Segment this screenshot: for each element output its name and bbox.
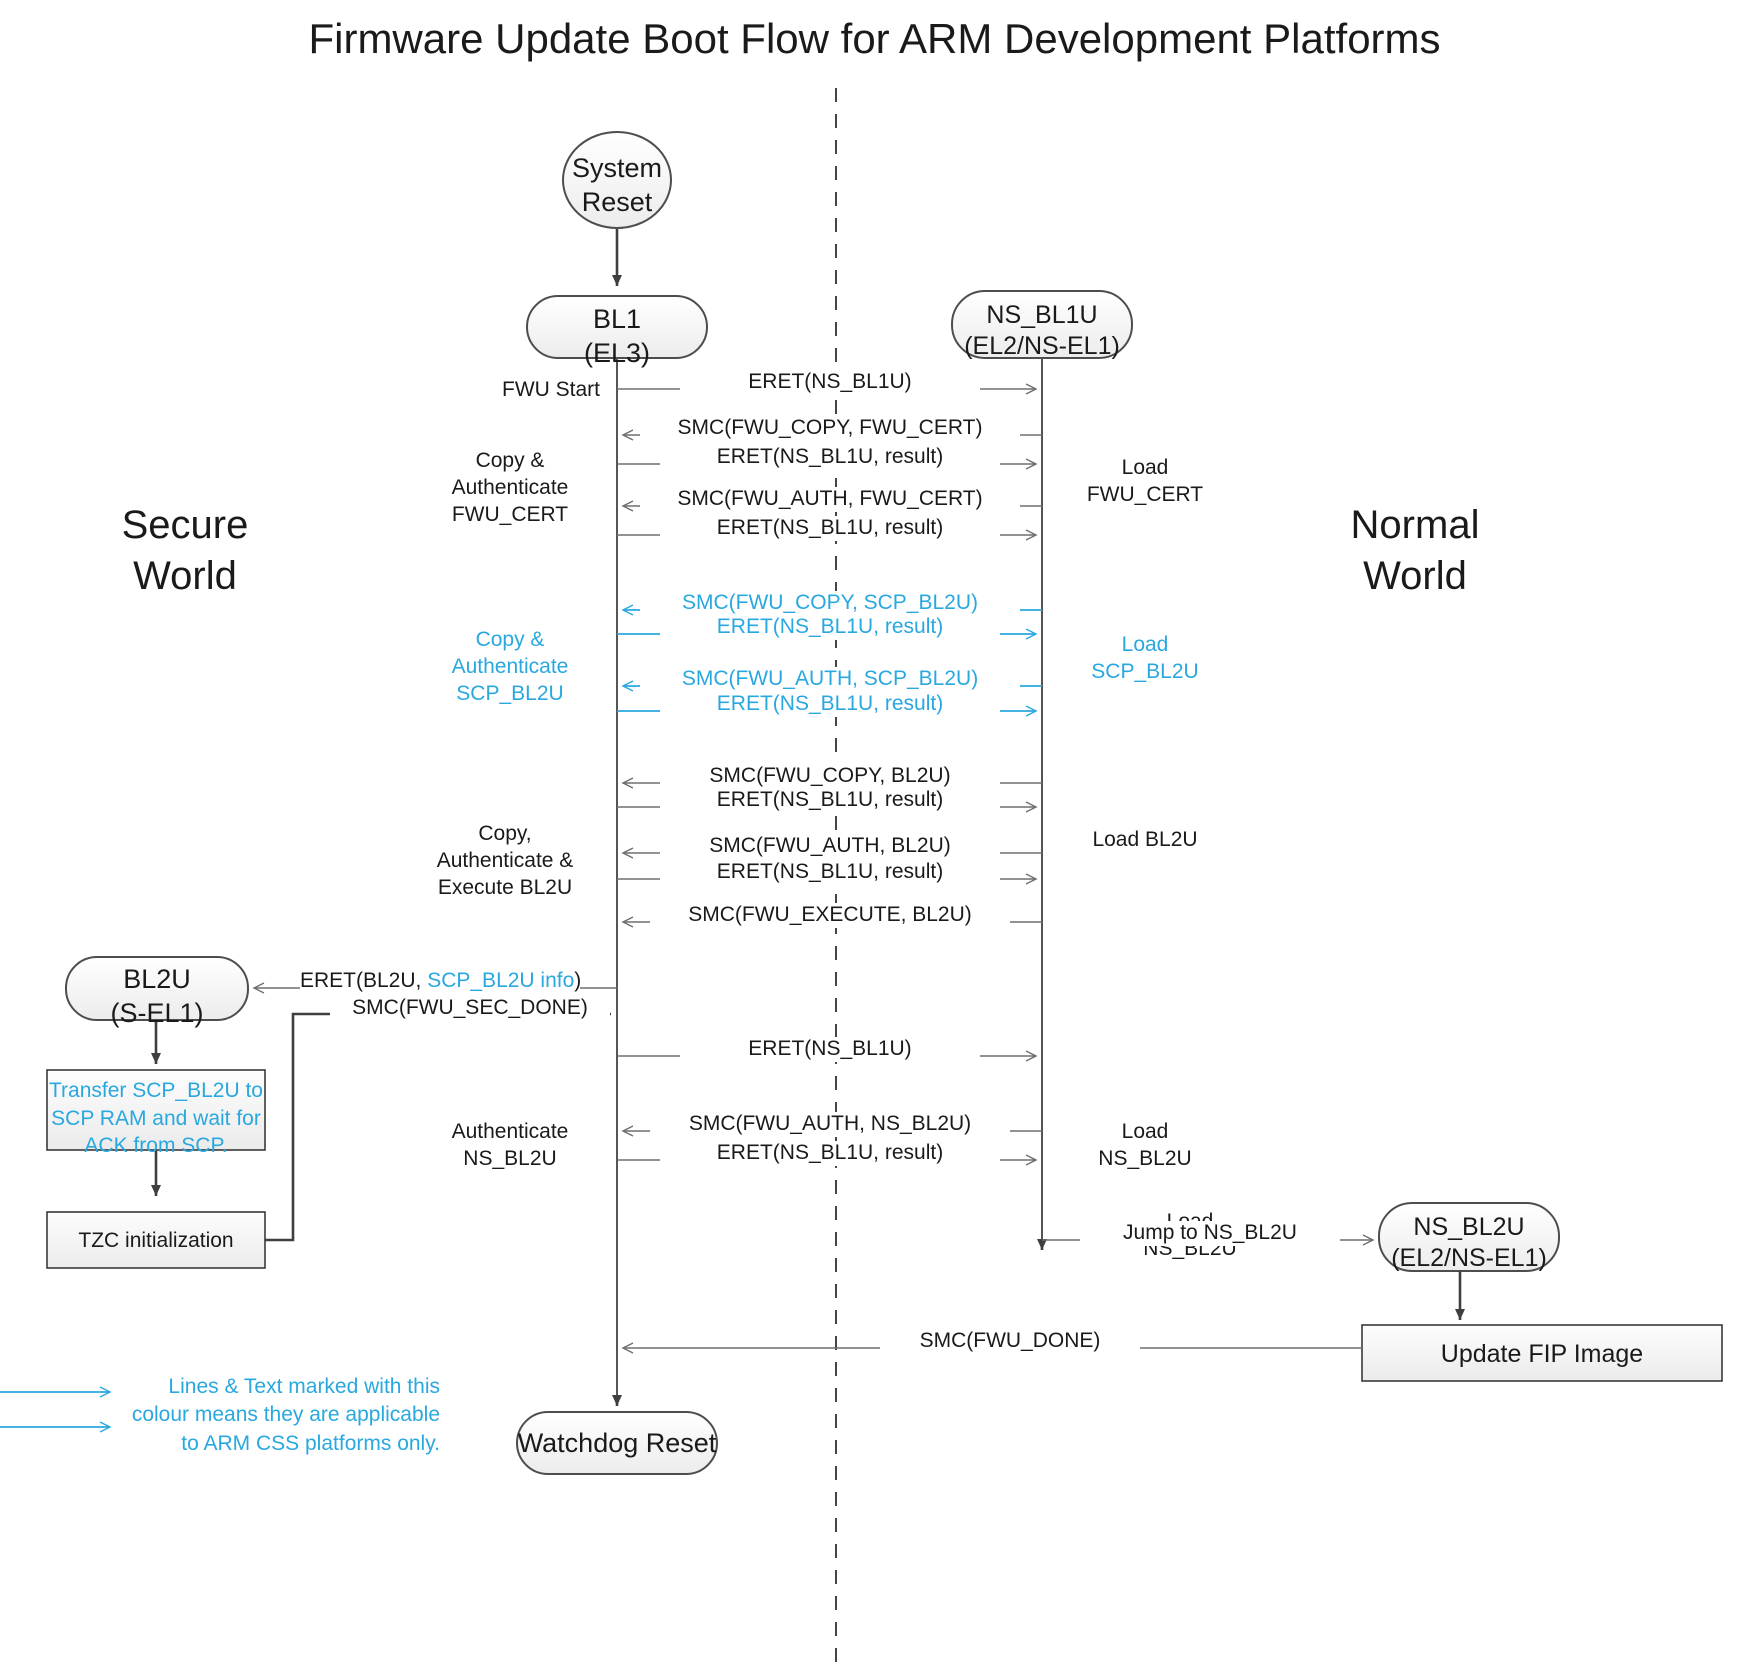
msg-label-m6: SMC(FWU_COPY, SCP_BL2U) [640,591,1020,616]
msg-label-m16: SMC(FWU_AUTH, NS_BL2U) [650,1112,1010,1137]
node-watchdog-reset-label[interactable]: Watchdog Reset [517,1428,717,1458]
side-label-load-bl2u: Load BL2U [1092,828,1198,851]
node-ns-bl1u-label[interactable]: NS_BL1U (EL2/NS-EL1) [964,301,1120,361]
node-ns-bl2u-shape [1378,1202,1560,1272]
node-system-reset-shape [562,131,672,229]
msg-label-m10: SMC(FWU_COPY, BL2U) [660,764,1000,789]
msg-label-eret-bl2u: ERET(BL2U, SCP_BL2U info) [300,969,582,994]
eret-bl2u-highlight: SCP_BL2U info [427,969,575,992]
msg-label-m13: ERET(NS_BL1U, result) [660,860,1000,885]
msg-label-m7: ERET(NS_BL1U, result) [660,615,1000,640]
msg-label-m9: ERET(NS_BL1U, result) [660,692,1000,717]
node-transfer-scp-label[interactable]: Transfer SCP_BL2U to SCP RAM and wait fo… [49,1079,263,1158]
msg-label-m15: ERET(NS_BL1U) [680,1037,980,1062]
node-watchdog-reset-shape [516,1411,718,1475]
side-label-fwu-start: FWU Start [502,378,600,401]
msg-label-m8: SMC(FWU_AUTH, SCP_BL2U) [640,667,1020,692]
eret-bl2u-prefix: ERET(BL2U, [300,969,428,992]
legend-text: Lines & Text marked with this colour mea… [131,1375,440,1455]
msg-label-m11: ERET(NS_BL1U, result) [660,788,1000,813]
msg-label-m20: SMC(FWU_SEC_DONE) [330,996,610,1021]
secure-world-label: Secure World [121,503,249,599]
node-update-fip-shape [1361,1324,1723,1382]
normal-world-label: Normal World [1350,503,1480,599]
msg-label-m18: SMC(FWU_DONE) [880,1329,1140,1354]
msg-label-m5: ERET(NS_BL1U, result) [660,516,1000,541]
node-ns-bl2u-label[interactable]: NS_BL2U (EL2/NS-EL1) [1391,1213,1547,1273]
node-transfer-scp-shape [46,1069,266,1151]
side-label-authenticate-ns-bl2u: Authenticate NS_BL2U [451,1120,569,1170]
msg-label-m17: ERET(NS_BL1U, result) [660,1141,1000,1166]
eret-bl2u-suffix: ) [574,969,582,992]
msg-label-m19: Jump to NS_BL2U [1080,1221,1340,1246]
node-bl1-label[interactable]: BL1 (EL3) [583,304,651,368]
side-label-load-ns-bl2u: Load NS_BL2U [1098,1120,1192,1170]
msg-label-m12: SMC(FWU_AUTH, BL2U) [660,834,1000,859]
msg-label-m2: SMC(FWU_COPY, FWU_CERT) [640,416,1020,441]
msg-label-m3: ERET(NS_BL1U, result) [660,445,1000,470]
side-label-load-fwu-cert: Load FWU_CERT [1086,456,1204,506]
node-tzc-init-shape [46,1211,266,1269]
side-label-copy-auth-exec-bl2u: Copy, Authenticate & Execute BL2U [436,822,574,899]
node-update-fip-label[interactable]: Update FIP Image [1440,1340,1644,1368]
page-title: Firmware Update Boot Flow for ARM Develo… [308,15,1441,62]
msg-label-m1: ERET(NS_BL1U) [680,370,980,395]
msg-label-m4: SMC(FWU_AUTH, FWU_CERT) [640,487,1020,512]
node-system-reset-label[interactable]: System Reset [571,153,663,217]
node-tzc-init-label[interactable]: TZC initialization [78,1229,234,1252]
msg-label-m14: SMC(FWU_EXECUTE, BL2U) [650,903,1010,928]
side-label-copy-auth-scp-bl2u: Copy & Authenticate SCP_BL2U [451,628,569,705]
node-bl2u-label[interactable]: BL2U (S-EL1) [110,964,204,1028]
side-label-load-scp-bl2u: Load SCP_BL2U [1091,633,1199,683]
side-label-copy-auth-fwu-cert: Copy & Authenticate FWU_CERT [451,449,569,526]
